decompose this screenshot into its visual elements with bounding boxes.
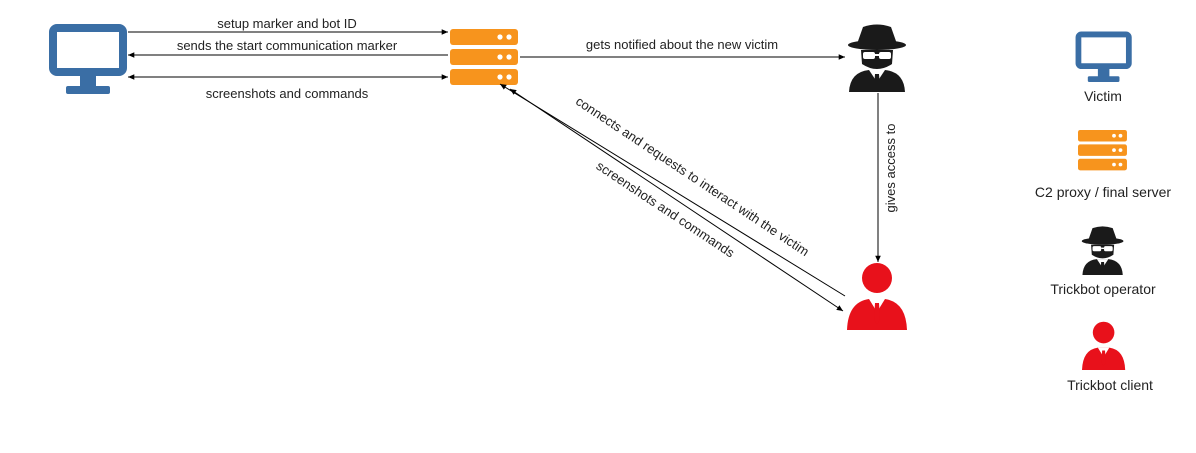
client-user-icon <box>847 263 907 330</box>
legend-client-icon <box>1082 321 1126 370</box>
edge-screens-top-label: screenshots and commands <box>206 86 369 101</box>
legend-client-label: Trickbot client <box>1067 377 1153 393</box>
victim-monitor-icon <box>53 28 123 94</box>
legend-victim-icon <box>1078 34 1128 82</box>
legend-victim-label: Victim <box>1084 88 1122 104</box>
edge-setup-label: setup marker and bot ID <box>217 16 356 31</box>
edge-screens-diag-label: screenshots and commands <box>594 158 738 261</box>
operator-spy-icon <box>848 24 906 92</box>
c2-server-icon <box>450 29 518 85</box>
edge-start-marker-label: sends the start communication marker <box>177 38 398 53</box>
legend-operator-icon <box>1081 226 1124 275</box>
legend-c2-label: C2 proxy / final server <box>1035 184 1171 200</box>
edge-gives-access-label: gives access to <box>883 124 898 213</box>
edge-notified-label: gets notified about the new victim <box>586 37 778 52</box>
edge-screens-diag-arrow <box>509 88 844 312</box>
legend-operator-label: Trickbot operator <box>1050 281 1156 297</box>
legend-c2-icon <box>1078 130 1127 171</box>
edge-connects-arrow <box>499 83 846 297</box>
